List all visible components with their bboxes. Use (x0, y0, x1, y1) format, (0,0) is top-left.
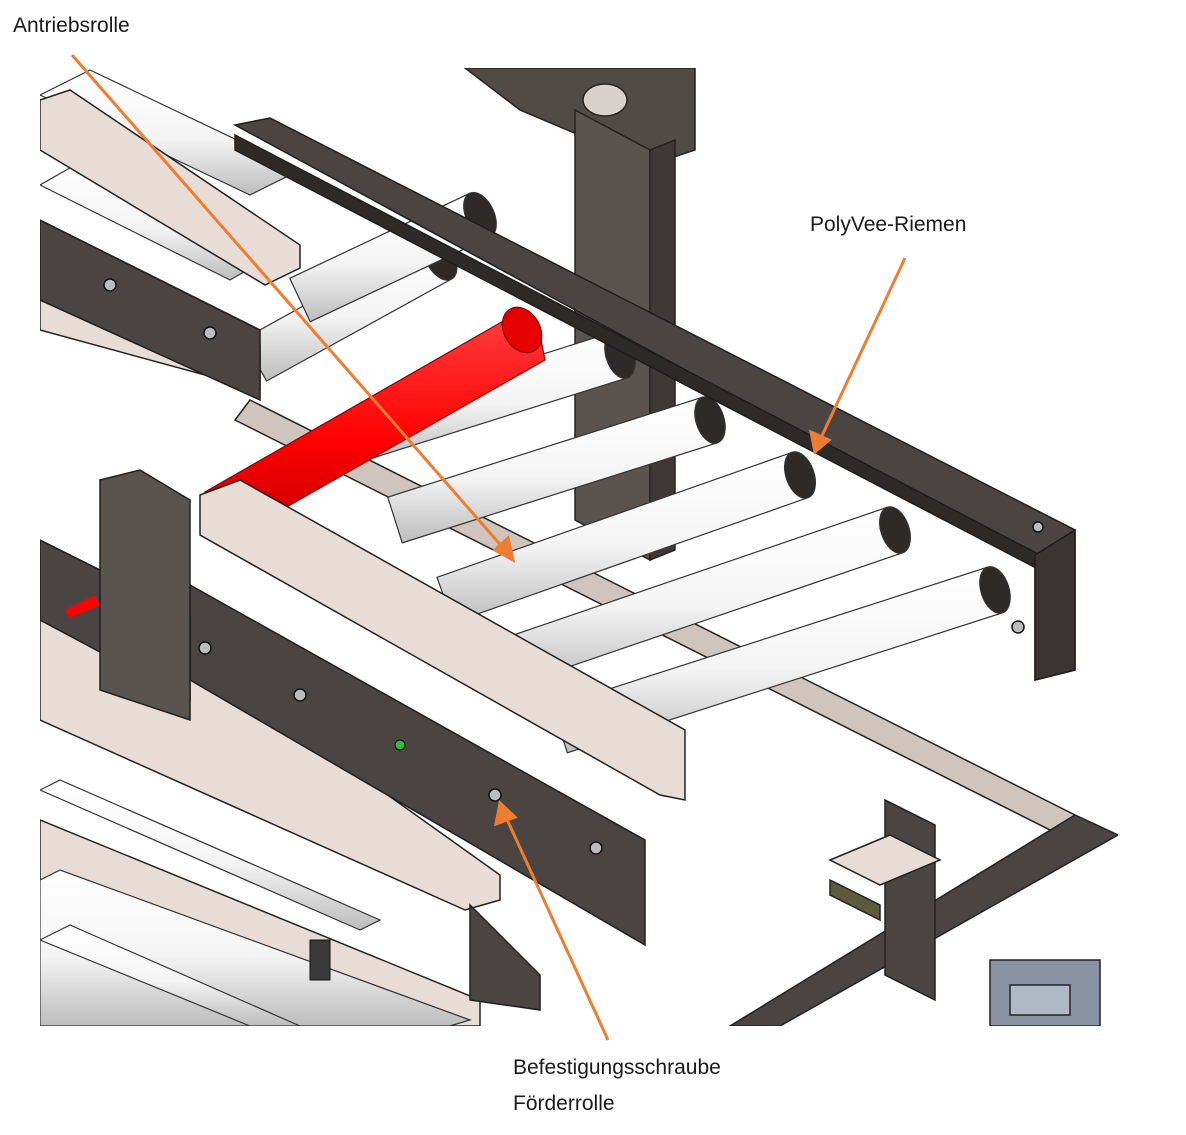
mounting-screws (103, 278, 1044, 855)
left-roller-bank (40, 69, 472, 1026)
status-led (394, 739, 406, 751)
label-befestigung-line2: Förderrolle (513, 1092, 615, 1115)
label-antriebsrolle: Antriebsrolle (13, 14, 130, 37)
roller-end-cap (879, 506, 911, 554)
red-sensor (65, 595, 100, 618)
riemen-arrow (818, 257, 907, 441)
roller-end-cap (783, 451, 817, 499)
label-polyvee-riemen: PolyVee-Riemen (810, 213, 967, 236)
antriebsrolle-arrowhead (492, 535, 516, 563)
schraube-arrowhead (494, 800, 518, 827)
schraube-arrow (503, 814, 610, 1041)
roller-end-cap (694, 396, 726, 444)
sensor-post (309, 939, 331, 981)
screw-side-frame (40, 219, 646, 1011)
callout-arrows (70, 54, 907, 1041)
riemen-arrowhead (808, 429, 832, 455)
belt-side-frame (232, 117, 1076, 681)
conveyor-rollers (242, 191, 1011, 754)
roller-end-cap (979, 566, 1011, 614)
antriebsrolle-arrow (70, 54, 507, 551)
label-befestigungsschraube: Befestigungsschraube Förderrolle (513, 1050, 721, 1122)
machine-scene (40, 68, 1118, 1026)
label-befestigung-line1: Befestigungsschraube (513, 1056, 721, 1079)
